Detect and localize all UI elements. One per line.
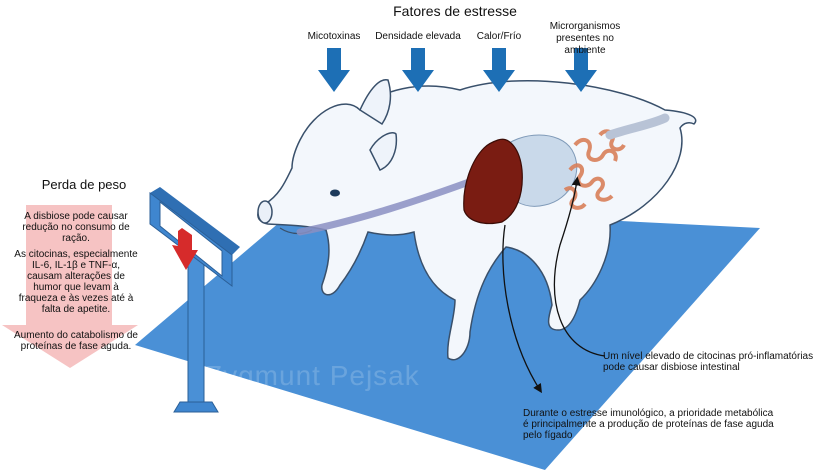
pig-illustration <box>257 79 697 361</box>
scale-icon <box>149 187 240 413</box>
page-title: Fatores de estresse <box>393 3 517 19</box>
stressor-arrow-1 <box>318 48 350 92</box>
weight-loss-note-2: As citocinas, especialmente IL-6, IL-1β … <box>14 249 138 315</box>
dysbiosis-callout: Um nível elevado de citocinas pró-inflam… <box>603 351 814 373</box>
liver-icon <box>463 138 523 225</box>
weight-loss-note-3: Aumento do catabolismo de proteínas de f… <box>14 330 138 352</box>
liver-callout: Durante o estresse imunológico, a priori… <box>523 408 774 441</box>
stressor-arrow-2 <box>402 48 434 92</box>
stressor-arrow-4 <box>565 48 597 92</box>
liver-callout-line <box>502 224 542 394</box>
stressor-label-4: Microrganismos presentes no ambiente <box>549 21 621 56</box>
stressor-label-2: Densidade elevada <box>375 31 461 42</box>
stressor-arrow-3 <box>483 48 515 92</box>
weight-loss-note-1: A disbiose pode causar redução no consum… <box>22 211 130 244</box>
weight-loss-title: Perda de peso <box>41 177 127 192</box>
stressor-label-3: Calor/Frío <box>476 31 522 42</box>
dysbiosis-callout-line <box>553 176 606 357</box>
floor-mat <box>135 205 760 470</box>
stressor-label-1: Micotoxinas <box>307 31 361 42</box>
watermark: Zygmunt Pejsak <box>205 360 420 391</box>
down-arrow-icon <box>172 228 198 270</box>
weight-loss-arrow <box>2 205 138 368</box>
